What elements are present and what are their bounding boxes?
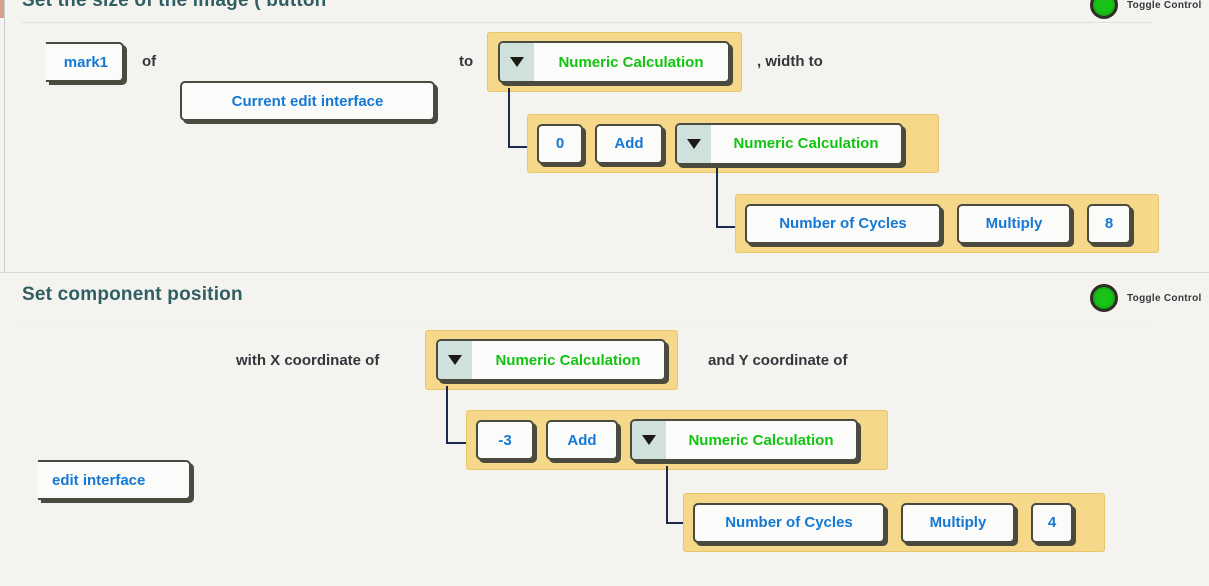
dropdown-label: Numeric Calculation	[558, 53, 704, 71]
section-inner-divider	[22, 320, 1152, 321]
section-title-component-position: Set component position	[22, 284, 243, 305]
calc-block-nested-1: 0 Add Numeric Calculation	[527, 114, 939, 173]
operand-a-field[interactable]: 0	[537, 123, 583, 164]
panel-accent-bar	[0, 0, 4, 18]
nested-calc-dropdown[interactable]: Numeric Calculation	[630, 419, 858, 461]
of-text: of	[142, 53, 157, 70]
section-divider	[0, 272, 1209, 273]
to-text: to	[459, 53, 474, 70]
operand-factor-field[interactable]: 4	[1031, 502, 1073, 543]
connector-line	[446, 386, 448, 444]
toggle-control-component-position[interactable]: Toggle Control	[1090, 284, 1202, 312]
chevron-down-icon[interactable]	[500, 43, 534, 81]
calc-block-nested-1: -3 Add Numeric Calculation	[466, 410, 888, 470]
connector-line	[446, 442, 474, 444]
operand-factor-field[interactable]: 8	[1087, 203, 1131, 244]
dropdown-label: Numeric Calculation	[733, 135, 879, 152]
section-title-image-size: Set the size of the image ( button	[22, 0, 327, 11]
toggle-led-icon[interactable]	[1090, 284, 1118, 312]
height-calc-dropdown[interactable]: Numeric Calculation	[498, 41, 730, 83]
connector-line	[716, 226, 742, 228]
width-to-text: , width to	[757, 53, 823, 70]
calc-block-height: Numeric Calculation	[487, 32, 742, 92]
y-coordinate-text: and Y coordinate of	[708, 352, 848, 369]
connector-line	[666, 466, 668, 524]
section-inner-divider	[22, 22, 1152, 23]
connector-line	[508, 146, 534, 148]
toggle-led-icon[interactable]	[1090, 0, 1118, 19]
operand-cycles-button[interactable]: Number of Cycles	[745, 203, 941, 244]
chevron-down-icon[interactable]	[632, 421, 666, 459]
operator-button[interactable]: Add	[595, 123, 663, 164]
dropdown-label: Numeric Calculation	[688, 431, 834, 449]
operand-a-field[interactable]: -3	[476, 420, 534, 460]
panel-left-border	[4, 0, 5, 272]
x-coordinate-text: with X coordinate of	[236, 352, 380, 369]
toggle-control-label: Toggle Control	[1127, 292, 1202, 304]
interface-selector-button[interactable]: Current edit interface	[180, 81, 435, 121]
interface-selector-button[interactable]: edit interface	[38, 460, 191, 500]
connector-line	[508, 88, 510, 148]
calc-block-nested-2: Number of Cycles Multiply 8	[735, 194, 1159, 253]
operand-cycles-button[interactable]: Number of Cycles	[693, 502, 885, 543]
chevron-down-icon[interactable]	[677, 124, 711, 163]
operator-button[interactable]: Multiply	[901, 502, 1015, 543]
nested-calc-dropdown[interactable]: Numeric Calculation	[675, 122, 903, 165]
x-calc-dropdown[interactable]: Numeric Calculation	[436, 339, 666, 381]
operator-button[interactable]: Add	[546, 420, 618, 460]
connector-line	[666, 522, 694, 524]
dropdown-label: Numeric Calculation	[495, 351, 641, 369]
chevron-down-icon[interactable]	[438, 341, 472, 379]
calc-block-nested-2: Number of Cycles Multiply 4	[683, 493, 1105, 552]
target-component-button[interactable]: mark1	[46, 42, 124, 82]
toggle-control-image-size[interactable]: Toggle Control	[1090, 0, 1202, 19]
calc-block-x: Numeric Calculation	[425, 330, 678, 390]
connector-line	[716, 168, 718, 228]
toggle-control-label: Toggle Control	[1127, 0, 1202, 11]
operator-button[interactable]: Multiply	[957, 203, 1071, 244]
